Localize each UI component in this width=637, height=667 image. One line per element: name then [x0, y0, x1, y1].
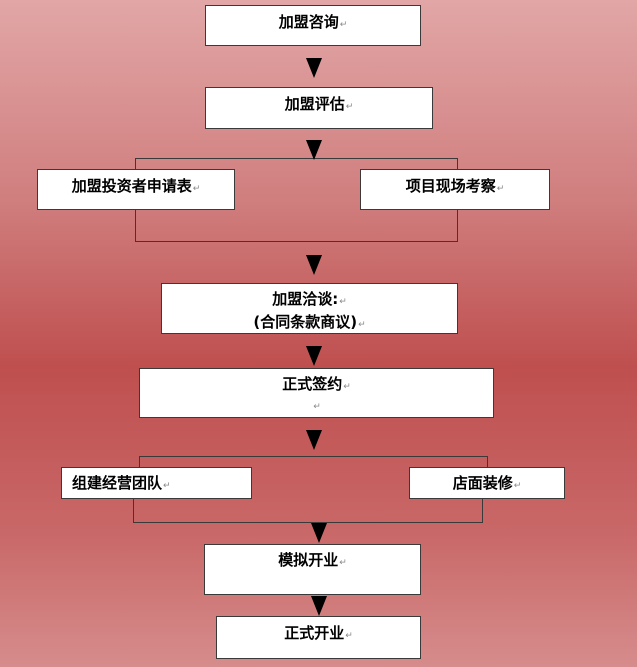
step-application-label: 加盟投资者申请表 [71, 177, 192, 195]
step-site-visit-label: 项目现场考察 [405, 177, 496, 195]
paragraph-mark: ↵ [358, 320, 366, 330]
step-application-box: 加盟投资者申请表↵ [37, 169, 235, 210]
paragraph-mark: ↵ [339, 20, 348, 30]
arrow-down-icon [306, 346, 322, 366]
merge-right-rise [457, 210, 458, 241]
arrow-down-icon [306, 430, 322, 450]
merge-left-rise [135, 210, 136, 241]
split-right-drop [457, 158, 458, 169]
step-simulated-open-box: 模拟开业↵ [204, 544, 421, 595]
paragraph-mark: ↵ [339, 297, 347, 307]
paragraph-mark: ↵ [313, 402, 321, 412]
split-left-drop [135, 158, 136, 169]
arrow-down-icon [311, 523, 327, 543]
step-team-label: 组建经营团队 [72, 474, 163, 492]
arrow-down-icon [306, 140, 322, 160]
step-evaluate-label: 加盟评估 [284, 95, 345, 113]
step-negotiation-box: 加盟洽谈:↵ (合同条款商议)↵ [161, 283, 458, 334]
step-official-open-box: 正式开业↵ [216, 616, 421, 659]
paragraph-mark: ↵ [345, 102, 354, 112]
step-consult-label: 加盟咨询 [278, 13, 339, 31]
paragraph-mark: ↵ [192, 184, 201, 194]
step-decoration-box: 店面装修↵ [409, 467, 565, 499]
merge2-left-rise [133, 499, 134, 522]
step-evaluate-box: 加盟评估↵ [205, 87, 433, 129]
paragraph-mark: ↵ [163, 481, 171, 491]
merge-bottom-connector [135, 241, 458, 242]
step-sign-label: 正式签约 [282, 375, 343, 393]
merge2-bottom-connector [133, 522, 483, 523]
arrow-down-icon [306, 58, 322, 78]
step-decoration-label: 店面装修 [452, 474, 513, 492]
arrow-down-icon [306, 255, 322, 275]
step-sign-box: 正式签约↵ ↵ [139, 368, 494, 418]
step-team-box: 组建经营团队↵ [61, 467, 252, 499]
split2-top-connector [139, 456, 487, 457]
split2-right-drop [487, 456, 488, 467]
paragraph-mark: ↵ [343, 382, 351, 392]
step-simulated-open-label: 模拟开业 [278, 551, 339, 569]
merge2-right-rise [482, 499, 483, 522]
split-top-connector [135, 158, 458, 159]
split2-left-drop [139, 456, 140, 467]
paragraph-mark: ↵ [496, 184, 505, 194]
step-official-open-label: 正式开业 [284, 624, 345, 642]
step-negotiation-line2: (合同条款商议) [253, 313, 358, 331]
paragraph-mark: ↵ [513, 481, 522, 491]
paragraph-mark: ↵ [345, 631, 353, 641]
step-site-visit-box: 项目现场考察↵ [360, 169, 550, 210]
paragraph-mark: ↵ [339, 558, 347, 568]
step-consult-box: 加盟咨询↵ [205, 5, 421, 46]
arrow-down-icon [311, 596, 327, 616]
step-negotiation-line1: 加盟洽谈: [272, 290, 339, 308]
